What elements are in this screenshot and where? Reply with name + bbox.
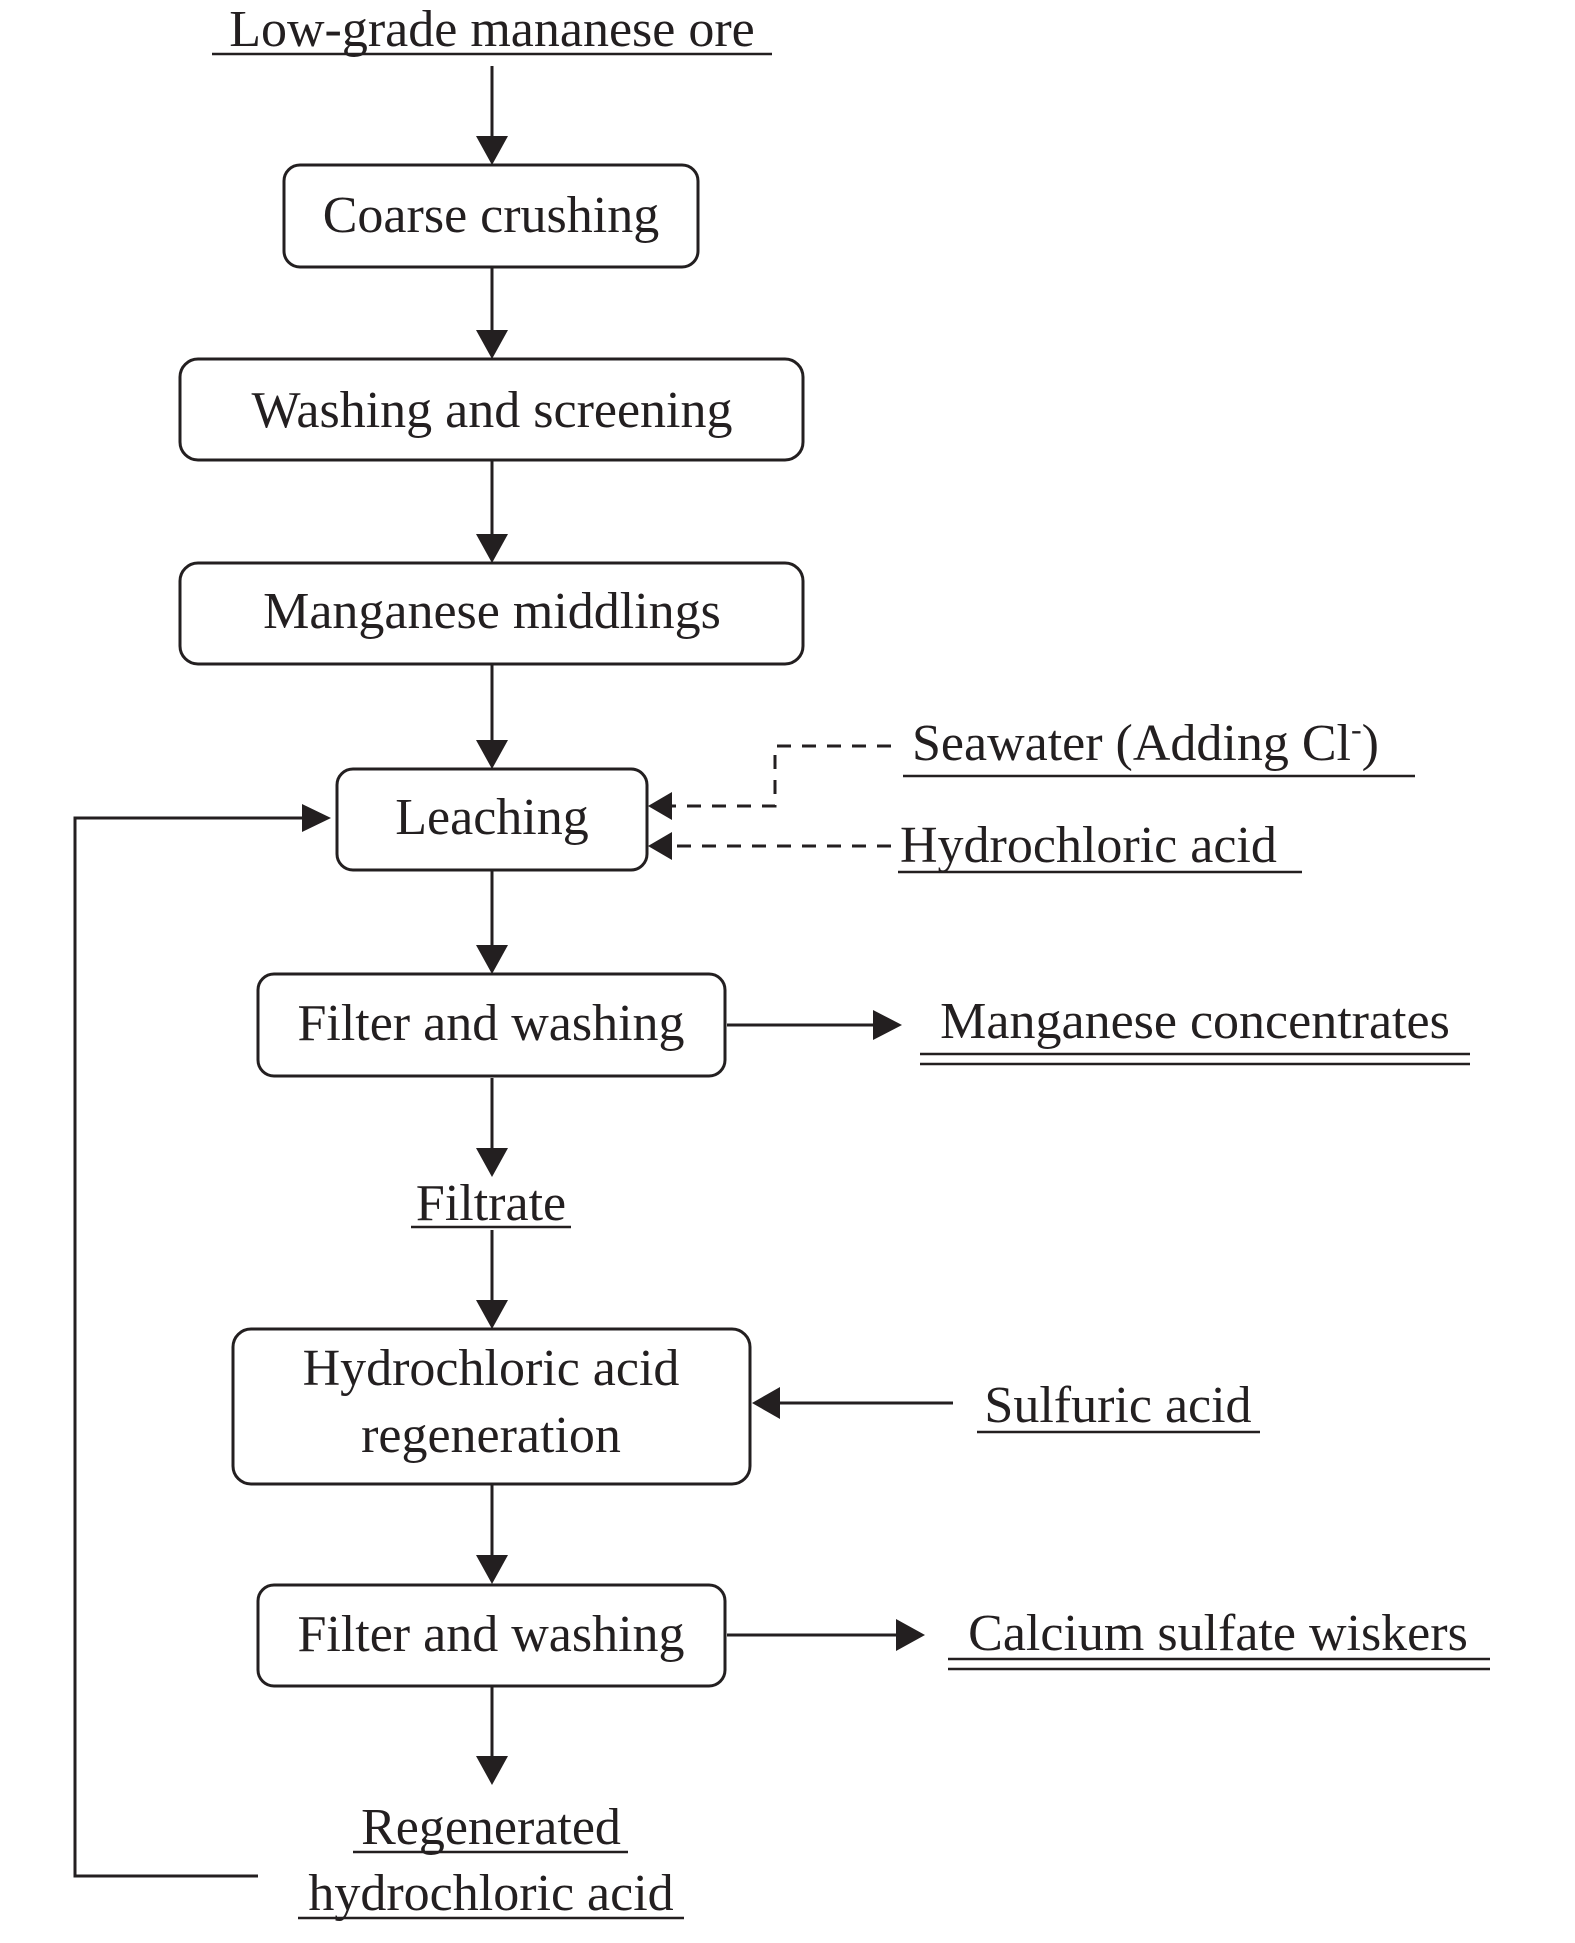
hydrochloric-acid-connector	[648, 832, 891, 860]
manganese-middlings-box	[178, 561, 805, 666]
raw-ore-label: Low-grade mananese ore	[229, 1, 755, 58]
seawater-connector	[648, 744, 891, 820]
seawater-label: Seawater (Adding Cl-)	[912, 711, 1379, 772]
manganese-concentrates-arrow	[727, 1010, 902, 1040]
manganese-concentrates-label: Manganese concentrates	[940, 993, 1450, 1050]
hcl-regeneration-label-line1: Hydrochloric acid	[303, 1340, 680, 1397]
coarse-crushing-label: Coarse crushing	[323, 187, 659, 244]
chloride-superscript: -	[1351, 711, 1362, 747]
manganese-middlings-label: Manganese middlings	[263, 583, 721, 640]
washing-screening-box	[178, 357, 805, 462]
calcium-sulfate-label: Calcium sulfate wiskers	[968, 1605, 1468, 1662]
sulfuric-acid-arrow	[752, 1387, 953, 1419]
filter-washing-1-label: Filter and washing	[297, 995, 684, 1052]
hcl-regeneration-box	[231, 1327, 752, 1486]
leaching-box	[335, 767, 649, 872]
calcium-sulfate-arrow	[727, 1619, 925, 1651]
filtrate-label: Filtrate	[416, 1175, 566, 1232]
main-flow-arrows	[476, 66, 508, 1785]
regenerated-hcl-label-line1: Regenerated	[361, 1799, 621, 1856]
filter-washing-1-box	[256, 972, 727, 1078]
hydrochloric-acid-label: Hydrochloric acid	[900, 817, 1277, 874]
filter-washing-2-box	[256, 1583, 727, 1688]
hcl-regeneration-label-line2: regeneration	[361, 1407, 621, 1464]
recycle-loop-line	[73, 804, 331, 1878]
regenerated-hcl-label-line2: hydrochloric acid	[308, 1865, 673, 1922]
leaching-label: Leaching	[395, 789, 588, 846]
washing-screening-label: Washing and screening	[252, 382, 733, 439]
coarse-crushing-box	[282, 163, 700, 269]
filter-washing-2-label: Filter and washing	[297, 1606, 684, 1663]
sulfuric-acid-label: Sulfuric acid	[984, 1377, 1251, 1434]
